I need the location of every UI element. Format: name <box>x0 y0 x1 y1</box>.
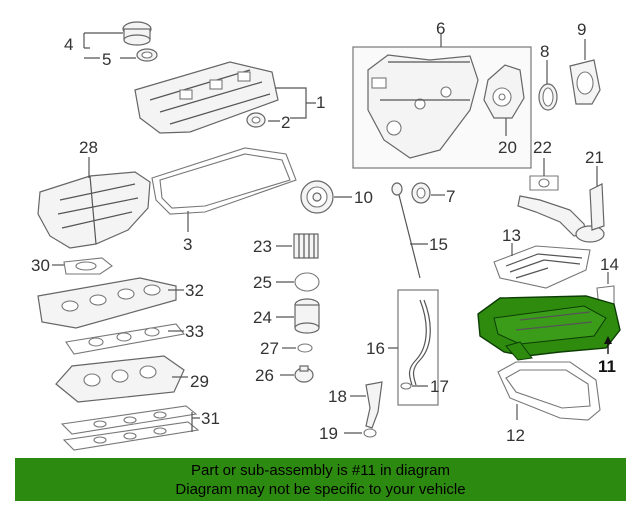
upper-oil-pan-part-highlighted <box>477 295 621 361</box>
manifold-gasket-set-part <box>60 405 200 451</box>
small-oring-part <box>297 343 313 353</box>
callout-11: 11 <box>598 357 616 376</box>
lower-oil-pan-part <box>497 361 601 421</box>
pickup-gasket-part <box>529 175 559 191</box>
callout-25: 25 <box>253 273 272 292</box>
callout-9: 9 <box>577 20 586 39</box>
callout-5: 5 <box>102 50 111 69</box>
callout-15: 15 <box>429 235 448 254</box>
tube-oring-part <box>363 428 377 438</box>
callout-21: 21 <box>585 148 604 167</box>
water-pump-part <box>483 64 525 119</box>
callout-31: 31 <box>201 409 220 428</box>
lower-intake-manifold-part <box>55 355 185 403</box>
callout-29: 29 <box>190 372 209 391</box>
banner-line-2: Diagram may not be specific to your vehi… <box>175 481 466 498</box>
callout-2: 2 <box>281 113 290 132</box>
callout-14: 14 <box>600 255 619 274</box>
front-seal-part <box>411 182 431 204</box>
callout-19: 19 <box>319 424 338 443</box>
callout-3: 3 <box>183 235 192 254</box>
callout-12: 12 <box>506 426 525 445</box>
oil-baffle-part <box>493 245 591 289</box>
callout-23: 23 <box>253 237 272 256</box>
valve-cover-part <box>134 61 279 134</box>
throttle-gasket-part <box>63 257 113 275</box>
callout-1: 1 <box>316 93 325 112</box>
dipstick-part <box>391 182 421 279</box>
filter-oring-part <box>294 272 320 292</box>
oil-filler-cap-part <box>122 21 152 46</box>
callout-7: 7 <box>446 187 455 206</box>
intake-plenum-part <box>37 277 177 329</box>
callout-20: 20 <box>498 138 517 157</box>
tube-bracket-part <box>365 381 383 429</box>
callout-32: 32 <box>185 281 204 300</box>
callout-28: 28 <box>79 138 98 157</box>
callout-10: 10 <box>354 188 373 207</box>
info-banner: Part or sub-assembly is #11 in diagram D… <box>15 458 626 501</box>
pulley-part <box>300 180 334 214</box>
intake-manifold-part <box>37 171 151 249</box>
callout-16: 16 <box>366 339 385 358</box>
cover-plate-part <box>569 59 601 105</box>
callout-6: 6 <box>436 19 445 38</box>
callout-27: 27 <box>260 339 279 358</box>
filter-element-part <box>293 233 319 259</box>
plenum-gasket-part <box>65 323 186 355</box>
banner-line-1: Part or sub-assembly is #11 in diagram <box>191 462 450 479</box>
oil-strainer-part <box>517 183 605 243</box>
callout-26: 26 <box>255 366 274 385</box>
callout-33: 33 <box>185 322 204 341</box>
seal-ring-part <box>538 83 558 111</box>
callout-22: 22 <box>533 138 552 157</box>
valve-cover-seal-part <box>246 112 266 128</box>
callout-4: 4 <box>64 35 73 54</box>
drain-plug-part <box>294 365 314 383</box>
valve-cover-gasket-part <box>151 147 297 215</box>
callout-24: 24 <box>253 308 272 327</box>
callout-13: 13 <box>502 226 521 245</box>
callout-17: 17 <box>430 377 449 396</box>
callout-8: 8 <box>540 42 549 61</box>
filler-cap-gasket-part <box>136 48 158 62</box>
timing-cover-part <box>367 54 479 159</box>
callout-18: 18 <box>328 387 347 406</box>
filter-cap-part <box>294 298 320 334</box>
parts-diagram: 4 5 1 2 6 20 8 9 <box>31 19 621 451</box>
dipstick-tube-part <box>400 299 431 390</box>
callout-30: 30 <box>31 256 50 275</box>
